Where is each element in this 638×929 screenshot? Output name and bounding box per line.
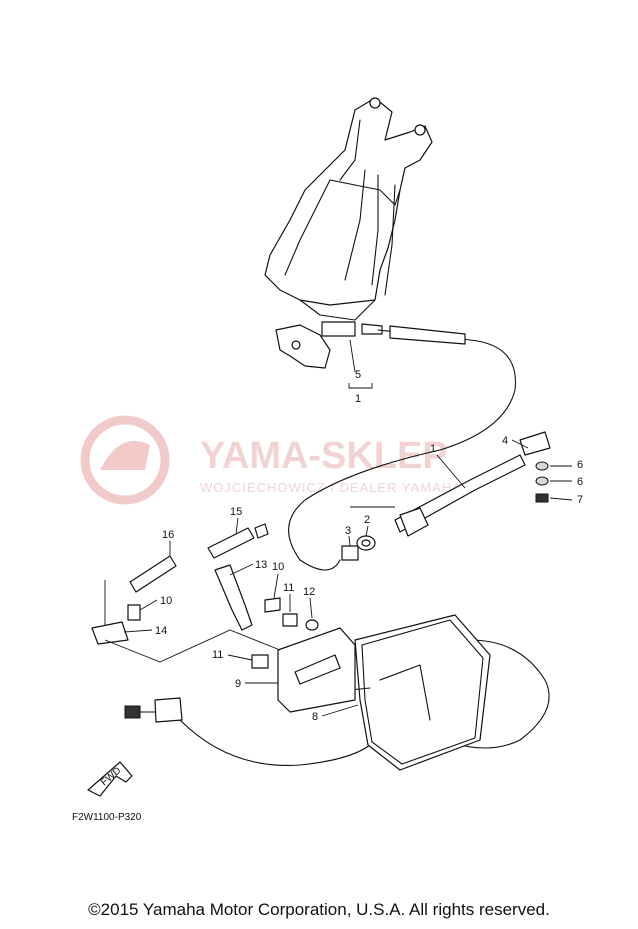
sensor-icon xyxy=(129,523,269,593)
callout-6a: 6 xyxy=(577,459,583,471)
callout-10b: 10 xyxy=(160,595,172,607)
diagram-code: F2W1100-P320 xyxy=(72,812,142,823)
connector-icon xyxy=(124,697,183,723)
callout-8: 8 xyxy=(312,711,318,723)
washer-icon xyxy=(341,535,376,561)
callouts: 5 1 1 4 6 6 7 3 2 16 15 13 10 11 12 10 1… xyxy=(123,339,583,723)
washer-nut-icon xyxy=(535,461,549,503)
cable-assembly-icon xyxy=(394,431,551,537)
callout-14: 14 xyxy=(155,625,167,637)
watermark-brand: YAMA-SKLEP xyxy=(200,435,448,477)
callout-12: 12 xyxy=(303,586,315,598)
steering-cable-icon xyxy=(179,325,550,767)
clip-icon xyxy=(91,604,141,645)
callout-13: 13 xyxy=(255,559,267,571)
fwd-arrow-icon: FWD xyxy=(87,761,133,797)
callout-7: 7 xyxy=(577,494,583,506)
callout-3: 3 xyxy=(345,525,351,537)
bracket-icon xyxy=(277,627,356,713)
callout-1-top: 1 xyxy=(355,393,361,405)
lever-arm-icon xyxy=(214,564,319,669)
callout-6b: 6 xyxy=(577,476,583,488)
housing-box-icon xyxy=(349,614,491,771)
steering-column-icon xyxy=(264,97,433,369)
callout-4: 4 xyxy=(502,435,508,447)
callout-2: 2 xyxy=(364,514,370,526)
callout-1: 1 xyxy=(430,443,436,455)
callout-11a: 11 xyxy=(283,582,294,594)
callout-5: 5 xyxy=(355,369,361,381)
copyright-notice: ©2015 Yamaha Motor Corporation, U.S.A. A… xyxy=(88,900,550,919)
callout-11b: 11 xyxy=(212,649,223,661)
callout-9: 9 xyxy=(235,678,241,690)
callout-16: 16 xyxy=(162,529,174,541)
watermark-tagline: WOJCIECHOWICZ I DEALER YAMAHA xyxy=(200,480,462,495)
callout-10a: 10 xyxy=(272,561,284,573)
assembly-outline xyxy=(104,506,395,663)
watermark: YAMA-SKLEP WOJCIECHOWICZ I DEALER YAMAHA xyxy=(80,415,462,505)
watermark-logo-icon xyxy=(80,415,170,505)
callout-15: 15 xyxy=(230,506,242,518)
